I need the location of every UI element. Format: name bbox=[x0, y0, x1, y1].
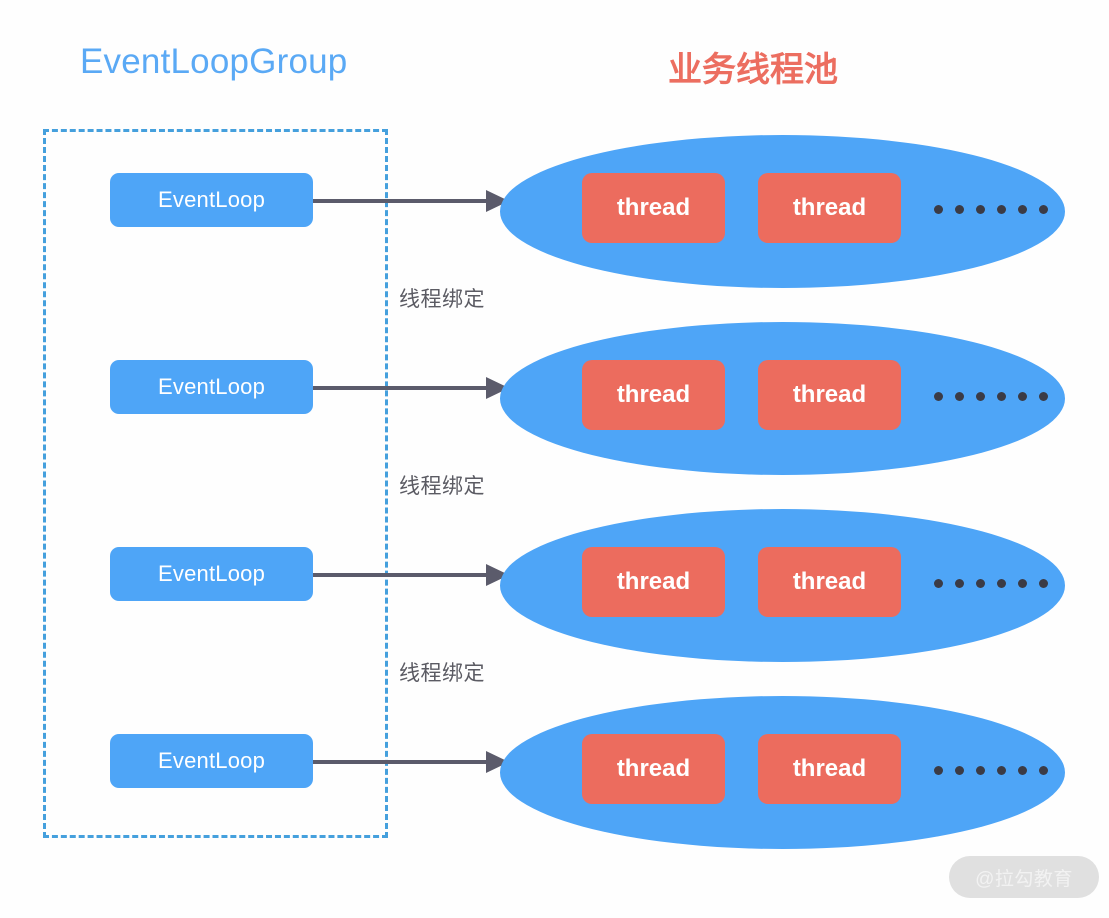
dot-icon bbox=[934, 204, 943, 214]
eventloop-box-3[interactable]: EventLoop bbox=[110, 547, 313, 601]
binding-label-1: 线程绑定 bbox=[399, 288, 485, 311]
dot-icon bbox=[997, 578, 1006, 588]
thread-box[interactable]: thread bbox=[758, 360, 901, 430]
dot-icon bbox=[955, 391, 964, 401]
dot-icon bbox=[1018, 391, 1027, 401]
thread-pool-ellipse-2: thread thread bbox=[500, 322, 1065, 475]
arrow-shaft bbox=[313, 573, 488, 577]
binding-label-3: 线程绑定 bbox=[399, 662, 485, 685]
ellipsis-dots-icon bbox=[934, 388, 1064, 404]
dot-icon bbox=[997, 765, 1006, 775]
eventloopgroup-boundary bbox=[43, 129, 388, 838]
dot-icon bbox=[1018, 578, 1027, 588]
dot-icon bbox=[976, 578, 985, 588]
binding-arrow-3 bbox=[313, 564, 510, 586]
binding-label-2: 线程绑定 bbox=[399, 475, 485, 498]
thread-box[interactable]: thread bbox=[758, 734, 901, 804]
diagram-row-1: EventLoop thread thread bbox=[0, 125, 1109, 288]
dot-icon bbox=[934, 578, 943, 588]
page-title-eventloopgroup: EventLoopGroup bbox=[80, 42, 348, 81]
diagram-row-2: EventLoop thread thread bbox=[0, 312, 1109, 475]
dot-icon bbox=[955, 765, 964, 775]
dot-icon bbox=[976, 765, 985, 775]
dot-icon bbox=[997, 391, 1006, 401]
dot-icon bbox=[976, 204, 985, 214]
thread-pool-contents-2: thread thread bbox=[500, 322, 1065, 475]
page-title-business-thread-pool: 业务线程池 bbox=[668, 51, 838, 89]
dot-icon bbox=[955, 578, 964, 588]
thread-pool-ellipse-3: thread thread bbox=[500, 509, 1065, 662]
thread-pool-contents-3: thread thread bbox=[500, 509, 1065, 662]
arrow-shaft bbox=[313, 199, 488, 203]
binding-arrow-2 bbox=[313, 377, 510, 399]
thread-box[interactable]: thread bbox=[582, 173, 725, 243]
dot-icon bbox=[976, 391, 985, 401]
dot-icon bbox=[934, 765, 943, 775]
arrow-shaft bbox=[313, 386, 488, 390]
binding-arrow-1 bbox=[313, 190, 510, 212]
dot-icon bbox=[1039, 578, 1048, 588]
dot-icon bbox=[1039, 765, 1048, 775]
diagram-row-4: EventLoop thread thread bbox=[0, 686, 1109, 849]
ellipsis-dots-icon bbox=[934, 762, 1064, 778]
thread-box[interactable]: thread bbox=[582, 360, 725, 430]
thread-pool-contents-1: thread thread bbox=[500, 135, 1065, 288]
thread-pool-ellipse-4: thread thread bbox=[500, 696, 1065, 849]
ellipsis-dots-icon bbox=[934, 575, 1064, 591]
eventloop-box-2[interactable]: EventLoop bbox=[110, 360, 313, 414]
eventloop-box-1[interactable]: EventLoop bbox=[110, 173, 313, 227]
thread-box[interactable]: thread bbox=[582, 734, 725, 804]
dot-icon bbox=[955, 204, 964, 214]
binding-arrow-4 bbox=[313, 751, 510, 773]
thread-box[interactable]: thread bbox=[758, 547, 901, 617]
watermark-badge: @拉勾教育 bbox=[949, 856, 1099, 898]
dot-icon bbox=[1039, 391, 1048, 401]
ellipsis-dots-icon bbox=[934, 201, 1064, 217]
thread-pool-ellipse-1: thread thread bbox=[500, 135, 1065, 288]
dot-icon bbox=[1039, 204, 1048, 214]
thread-pool-contents-4: thread thread bbox=[500, 696, 1065, 849]
dot-icon bbox=[997, 204, 1006, 214]
dot-icon bbox=[1018, 765, 1027, 775]
dot-icon bbox=[934, 391, 943, 401]
arrow-shaft bbox=[313, 760, 488, 764]
diagram-row-3: EventLoop thread thread bbox=[0, 499, 1109, 662]
thread-box[interactable]: thread bbox=[582, 547, 725, 617]
eventloop-box-4[interactable]: EventLoop bbox=[110, 734, 313, 788]
thread-box[interactable]: thread bbox=[758, 173, 901, 243]
dot-icon bbox=[1018, 204, 1027, 214]
